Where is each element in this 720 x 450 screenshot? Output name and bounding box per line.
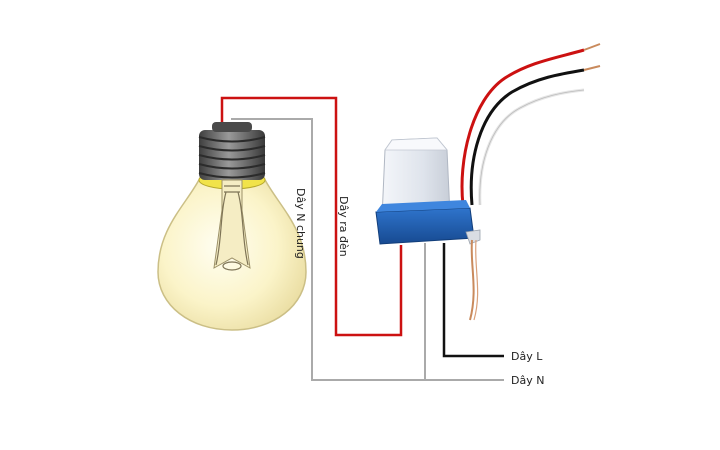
- lamp-output-wire: [220, 96, 403, 337]
- photocell-sensor-icon: [375, 43, 601, 321]
- light-bulb-icon: [157, 122, 307, 331]
- common-neutral-label: Dây N chung: [294, 188, 307, 259]
- neutral-common-wire: [231, 118, 425, 381]
- sensor-neutral-wire: [424, 243, 504, 381]
- live-wire-label: Dây L: [511, 350, 543, 363]
- live-wire: [442, 243, 504, 358]
- lamp-output-label: Dây ra đèn: [337, 196, 350, 257]
- neutral-wire-label: Dây N: [511, 374, 544, 387]
